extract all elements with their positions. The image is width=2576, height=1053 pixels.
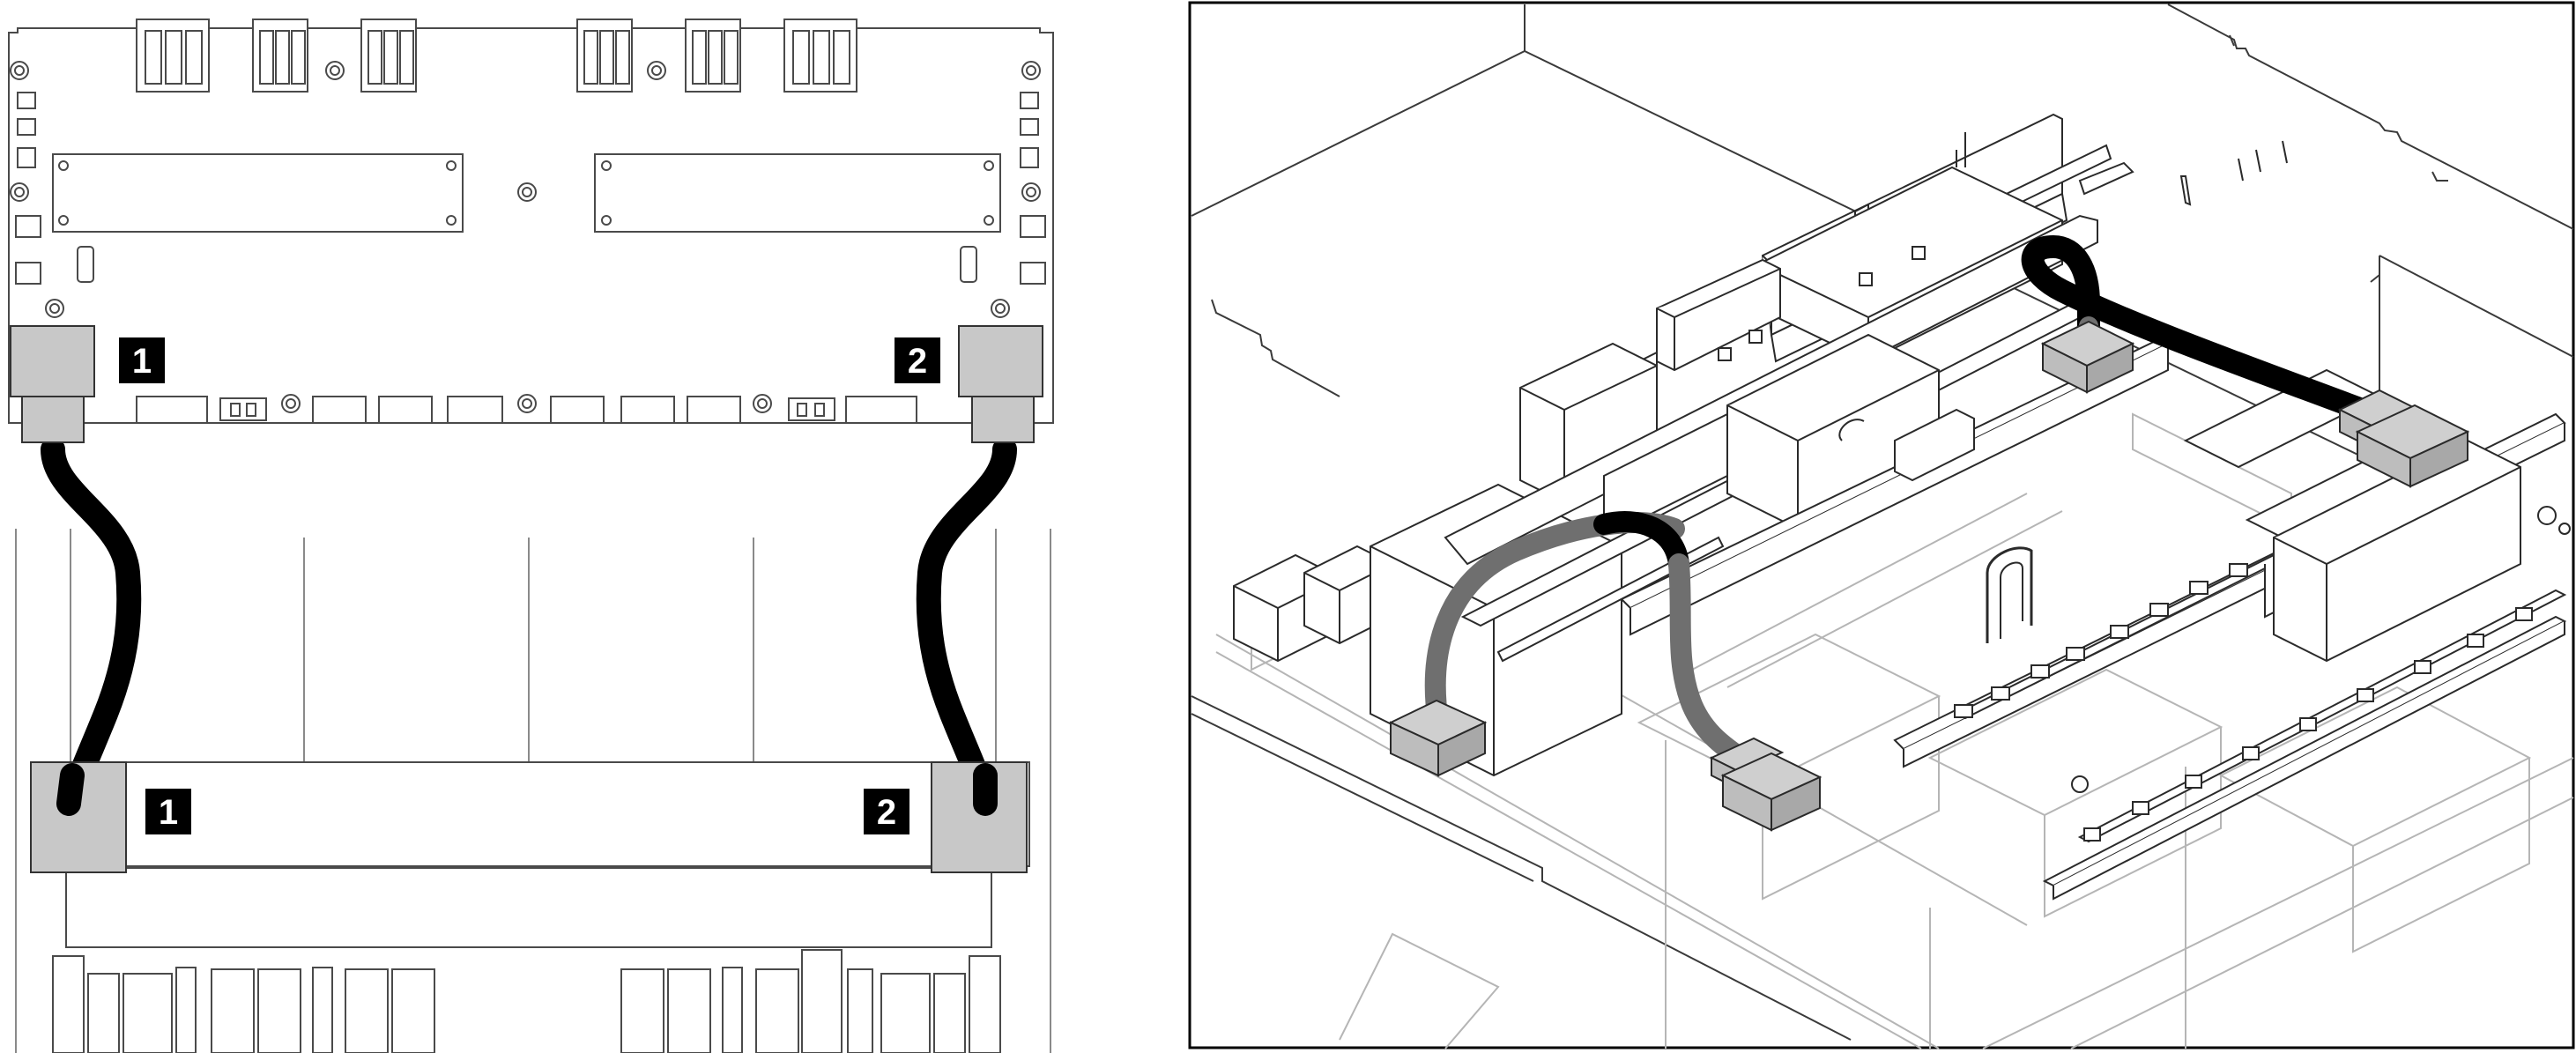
cable-1-overpass	[1593, 511, 1689, 575]
cable-connector	[1709, 737, 1823, 832]
top-view-cables	[10, 325, 1043, 873]
cable-connector	[2337, 389, 2470, 488]
bottom-row-connectors	[136, 396, 917, 424]
cable-connector	[21, 396, 85, 443]
chassis-rails	[15, 529, 1051, 1053]
cable-connector	[971, 396, 1035, 443]
cable-connector	[1388, 699, 1488, 777]
callout-badge-1-bottom: 1	[145, 789, 191, 834]
cable-top	[2021, 234, 2373, 421]
left-module	[52, 153, 464, 233]
bottom-edge-components	[52, 949, 1001, 1053]
svg-text:2: 2	[908, 342, 927, 381]
svg-text:2: 2	[877, 793, 896, 832]
top-view-panel	[8, 19, 1054, 1053]
callout-badge-1-top: 1	[119, 337, 165, 383]
lower-board-inner	[65, 867, 992, 948]
rear-wall	[2167, 4, 2574, 230]
cable-2	[916, 437, 1017, 816]
right-module	[594, 153, 1001, 233]
callout-badge-2-top: 2	[895, 337, 940, 383]
fan-bays	[70, 529, 997, 763]
top-connectors	[136, 19, 857, 93]
svg-text:1: 1	[132, 342, 152, 381]
isometric-view-panel	[1188, 1, 2575, 1049]
isometric-cables	[1388, 234, 2470, 832]
screw-holes	[10, 61, 1041, 413]
svg-text:1: 1	[159, 793, 178, 832]
cable-1	[41, 437, 142, 816]
callout-badge-2-bottom: 2	[864, 789, 909, 834]
side-connectors	[15, 92, 1046, 285]
cable-connector	[10, 325, 95, 397]
cable-connector	[2040, 320, 2135, 394]
front-wall	[1211, 299, 1340, 397]
cable-connector	[958, 325, 1043, 397]
